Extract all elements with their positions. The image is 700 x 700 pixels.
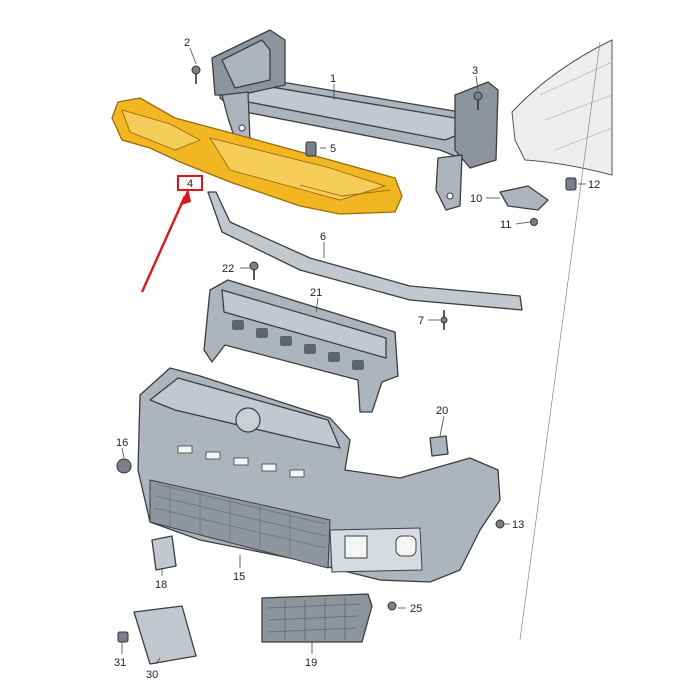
callout-4: 4 [187, 178, 193, 190]
moulding-strip [207, 191, 523, 311]
screw-part-3 [473, 91, 483, 110]
callout-1: 1 [330, 73, 336, 85]
callout-10: 10 [470, 193, 482, 205]
part-20-sensor-bracket [429, 435, 449, 457]
callout-11: 11 [500, 219, 511, 231]
impact-absorber-highlighted [111, 97, 403, 215]
screw-part-13 [495, 519, 505, 529]
bumper-bracket [203, 279, 399, 413]
part-4-highlight-box [177, 175, 203, 191]
callout-19: 19 [305, 657, 317, 669]
screw-part-11 [530, 218, 538, 226]
callout-18: 18 [155, 579, 167, 591]
fender-panel [511, 39, 613, 641]
callout-31: 31 [114, 657, 126, 669]
part-19-grille-insert [261, 593, 373, 643]
bumper-reinforcement [211, 29, 499, 211]
callout-3: 3 [472, 65, 478, 77]
part-10-bracket [499, 185, 549, 211]
red-pointer-arrow [140, 188, 191, 293]
callout-22: 22 [222, 263, 234, 275]
callout-16: 16 [116, 437, 128, 449]
clip-part-12 [565, 177, 577, 191]
callout-13: 13 [512, 519, 524, 531]
leader-lines [121, 47, 586, 665]
callout-6: 6 [320, 231, 326, 243]
callout-20: 20 [436, 405, 448, 417]
screw-part-7 [440, 310, 448, 330]
callout-15: 15 [233, 571, 245, 583]
screw-part-25 [387, 601, 397, 611]
callout-25: 25 [410, 603, 422, 615]
part-30-plate [133, 605, 197, 665]
callout-30: 30 [146, 669, 158, 681]
callout-labels: 1 2 3 4 5 6 7 10 11 12 13 15 16 18 19 20… [114, 37, 600, 681]
callout-21: 21 [310, 287, 322, 299]
callout-12: 12 [588, 179, 600, 191]
callout-7: 7 [418, 315, 424, 327]
part-16-clip [116, 458, 132, 474]
screw-part-22 [249, 261, 259, 280]
callout-2: 2 [184, 37, 190, 49]
callout-5: 5 [330, 143, 336, 155]
bumper-cover [137, 367, 501, 583]
clip-part-5 [305, 141, 317, 157]
clip-part-31 [117, 631, 129, 643]
part-18-cover [151, 535, 177, 571]
screw-part-2 [191, 65, 201, 84]
